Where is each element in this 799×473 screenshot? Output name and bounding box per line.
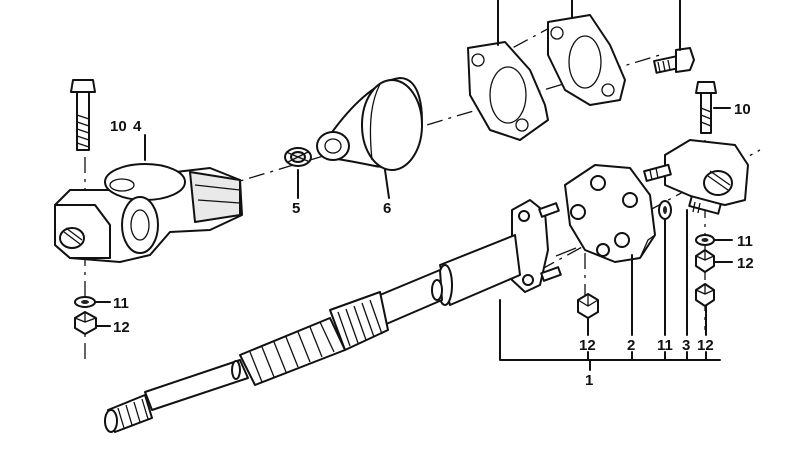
nut-lower-right: [695, 283, 715, 307]
callout-3: 3: [682, 337, 690, 354]
callout-11-bottom: 11: [657, 337, 673, 354]
callout-11-right: 11: [737, 233, 753, 250]
callout-12-right: 12: [737, 255, 754, 272]
callout-labels: 10 4 10 5 6 11 12 11 12 12 2 11 3 12 1: [110, 101, 754, 389]
callout-1: 1: [585, 372, 593, 389]
bolt-right: [695, 81, 717, 134]
callout-2: 2: [627, 337, 635, 354]
bolt-left: [70, 79, 96, 151]
callout-10-left: 10: [110, 118, 127, 135]
callout-12-bottom: 12: [697, 337, 714, 354]
nut-left: [74, 311, 97, 335]
callout-4: 4: [133, 118, 142, 135]
flex-disc: [564, 164, 656, 263]
callout-6: 6: [383, 200, 391, 217]
washer-right: [695, 234, 715, 246]
screw-top-right: [653, 47, 695, 74]
steering-shaft: [104, 199, 577, 433]
washer-mid: [658, 200, 672, 220]
callout-12-left: 12: [113, 319, 130, 336]
callout-11-left: 11: [113, 295, 129, 312]
rubber-boot: [316, 77, 423, 171]
universal-joint: [54, 163, 243, 263]
nut-center: [577, 293, 599, 319]
callout-5: 5: [292, 200, 300, 217]
clamp-yoke: [643, 139, 749, 215]
spring-ring: [284, 147, 312, 167]
gasket-plate: [467, 41, 549, 141]
washer-left: [74, 296, 96, 308]
callout-12-center: 12: [579, 337, 596, 354]
callout-10-right: 10: [734, 101, 751, 118]
leader-lines: [95, 0, 733, 371]
flange-plate: [547, 14, 626, 106]
nut-right: [695, 249, 715, 273]
